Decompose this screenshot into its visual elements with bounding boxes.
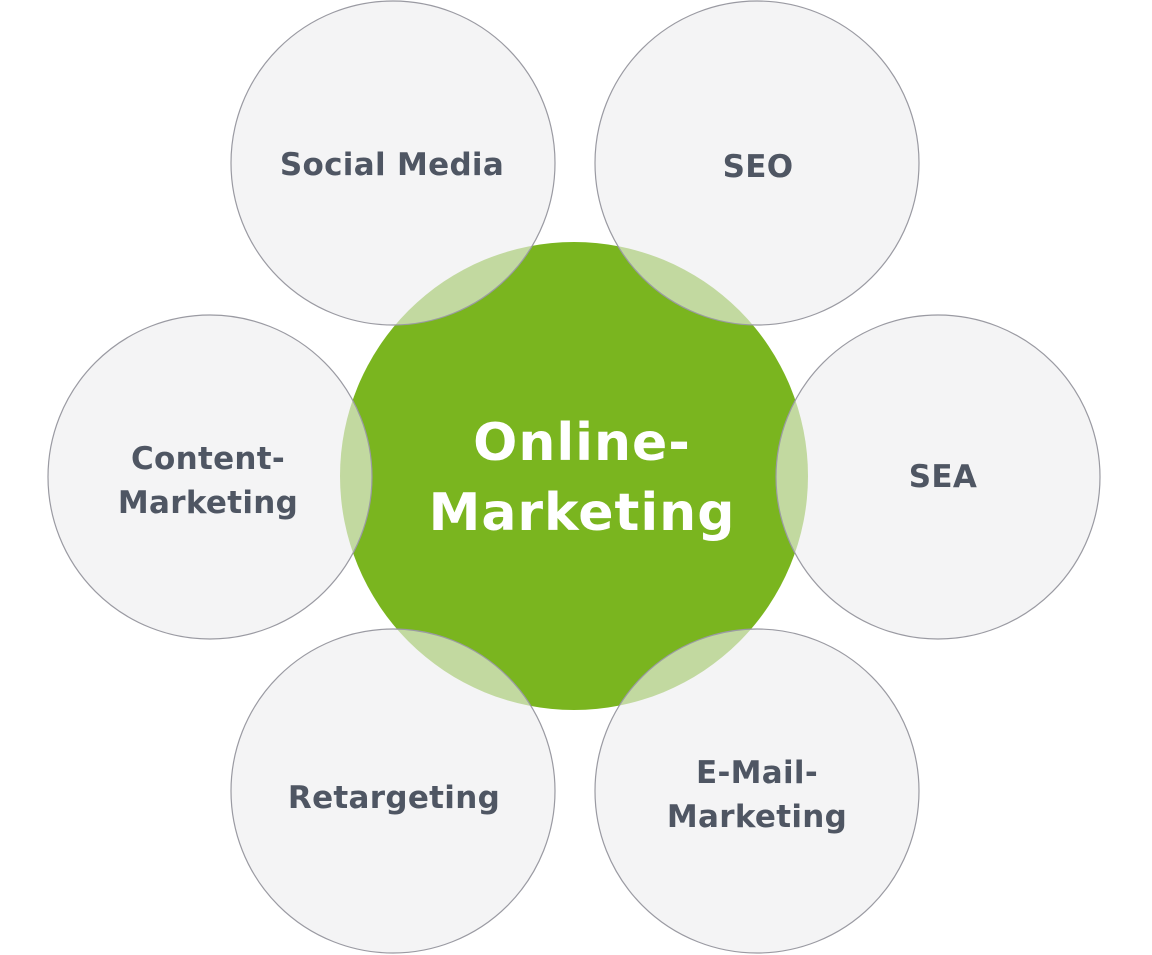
- label-seo: SEO: [723, 145, 794, 189]
- label-email-marketing-line1: E-Mail-: [695, 755, 819, 791]
- center-circle: [340, 242, 808, 710]
- label-content-marketing: Content- Marketing: [118, 437, 298, 525]
- satellite-outlines: [47, 0, 1101, 954]
- satellite-circle-seo: [595, 1, 919, 325]
- center-label-line1: Online-: [473, 413, 691, 473]
- label-email-marketing-line2: Marketing: [666, 799, 848, 835]
- satellite-circle-sea: [776, 315, 1100, 639]
- label-retargeting: Retargeting: [288, 776, 500, 820]
- satellite-circles: [48, 1, 1100, 953]
- label-seo-line1: SEO: [722, 149, 794, 185]
- satellite-circle-retargeting: [231, 629, 555, 953]
- satellite-circle-content-marketing: [48, 315, 372, 639]
- label-social-media: Social Media: [280, 143, 504, 187]
- label-content-marketing-line1: Content-: [130, 441, 286, 477]
- center-label-line2: Marketing: [428, 483, 736, 543]
- label-retargeting-line1: Retargeting: [287, 780, 501, 816]
- label-sea-line1: SEA: [908, 459, 978, 495]
- label-social-media-line1: Social Media: [279, 147, 505, 183]
- label-content-marketing-line2: Marketing: [117, 485, 299, 521]
- label-sea: SEA: [909, 455, 977, 499]
- label-email-marketing: E-Mail- Marketing: [667, 751, 847, 839]
- center-label: Online- Marketing: [429, 408, 736, 548]
- satellite-circle-email-marketing: [595, 629, 919, 953]
- satellite-circle-social-media: [231, 1, 555, 325]
